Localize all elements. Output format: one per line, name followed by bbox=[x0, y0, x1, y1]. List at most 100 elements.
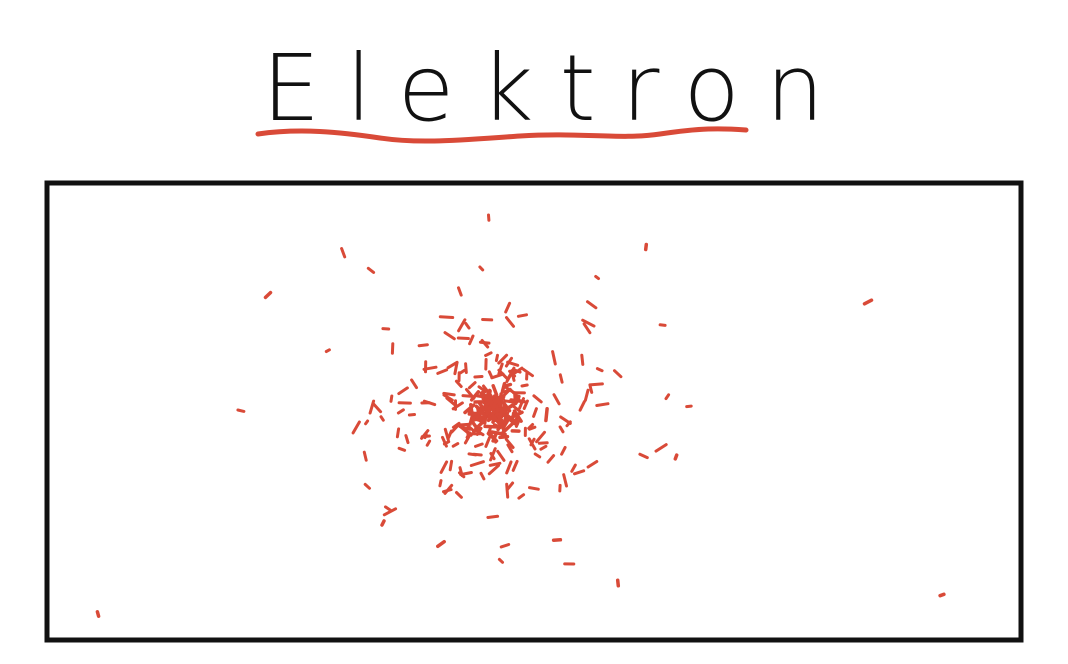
electron-dot bbox=[458, 466, 464, 478]
electron-dot bbox=[487, 464, 500, 476]
electron-dot bbox=[479, 391, 486, 401]
electron-dot bbox=[420, 429, 430, 440]
electron-dot bbox=[468, 334, 475, 346]
electron-dot bbox=[532, 394, 543, 404]
electron-dot bbox=[582, 322, 592, 335]
page-title: Elektron bbox=[262, 35, 850, 142]
electron-dot bbox=[664, 393, 671, 401]
electron-dot bbox=[505, 460, 513, 475]
electron-dot bbox=[497, 407, 504, 422]
electron-dot bbox=[496, 449, 506, 462]
electron-dot bbox=[484, 436, 491, 448]
electron-dot bbox=[512, 368, 522, 374]
electron-dot bbox=[539, 444, 548, 451]
electron-dot bbox=[533, 452, 542, 459]
electron-dot bbox=[464, 321, 471, 330]
electron-dot bbox=[938, 592, 946, 598]
electron-dot bbox=[638, 452, 649, 460]
electron-dot bbox=[351, 420, 361, 435]
electron-dot bbox=[467, 381, 477, 390]
electron-dot bbox=[588, 384, 594, 394]
electron-dot bbox=[473, 375, 484, 379]
electron-dot bbox=[236, 408, 246, 413]
electron-dot bbox=[497, 353, 509, 365]
electron-dot bbox=[489, 430, 507, 437]
electron-dot bbox=[363, 482, 371, 490]
electron-dot bbox=[447, 429, 453, 440]
electron-dot bbox=[362, 450, 368, 462]
electron-dot bbox=[613, 369, 623, 379]
electron-dot bbox=[486, 514, 500, 519]
electron-dot bbox=[464, 362, 468, 374]
electron-dot bbox=[95, 610, 101, 618]
electron-dot bbox=[505, 369, 515, 383]
electron-dot bbox=[455, 491, 463, 499]
electron-dot bbox=[494, 353, 499, 363]
electron-dot bbox=[529, 437, 536, 447]
electron-dot bbox=[366, 266, 376, 274]
electron-dot bbox=[461, 394, 473, 398]
electron-dot bbox=[551, 350, 557, 366]
electron-dot bbox=[453, 361, 459, 376]
electron-dot bbox=[505, 481, 515, 491]
electron-dot bbox=[397, 386, 409, 396]
electron-dot bbox=[477, 414, 487, 422]
electron-dot bbox=[451, 442, 460, 448]
electron-dot bbox=[475, 405, 480, 415]
electron-dot bbox=[454, 379, 463, 388]
electron-dot bbox=[448, 459, 454, 472]
electron-dot bbox=[581, 318, 596, 328]
electron-dot bbox=[478, 340, 491, 345]
electron-dot bbox=[486, 394, 498, 405]
electron-dot bbox=[489, 452, 496, 461]
electron-dot bbox=[528, 486, 540, 491]
electron-dot bbox=[446, 360, 459, 370]
electron-dot bbox=[324, 348, 331, 353]
electron-dot bbox=[493, 435, 498, 444]
electron-dot bbox=[570, 463, 577, 473]
electron-dot bbox=[500, 388, 513, 394]
electron-dot bbox=[565, 420, 572, 428]
electron-dot bbox=[445, 396, 458, 408]
electron-dot bbox=[511, 459, 519, 472]
electron-dot bbox=[558, 425, 565, 434]
electron-dot bbox=[546, 454, 556, 464]
electron-dot bbox=[488, 461, 502, 467]
electron-dot bbox=[451, 421, 461, 429]
electron-dot bbox=[505, 316, 515, 328]
electron-dot bbox=[503, 399, 516, 404]
electron-dot bbox=[340, 247, 347, 259]
electron-dot bbox=[438, 479, 443, 488]
electron-dot bbox=[562, 473, 568, 488]
electron-dot bbox=[520, 383, 529, 388]
electron-dot bbox=[438, 315, 455, 319]
electron-dot bbox=[490, 402, 497, 417]
electron-dot bbox=[516, 313, 528, 318]
electron-dot bbox=[586, 300, 598, 310]
electron-dot bbox=[458, 425, 472, 431]
electron-dot bbox=[456, 336, 470, 340]
electron-dot bbox=[537, 441, 549, 445]
electron-dot bbox=[499, 543, 511, 549]
electron-dot bbox=[673, 453, 679, 461]
electron-dot bbox=[379, 415, 385, 422]
electron-dot bbox=[410, 378, 418, 390]
electron-dot bbox=[407, 413, 416, 417]
electron-dot bbox=[643, 242, 649, 252]
electron-dot bbox=[442, 488, 453, 494]
electron-dot bbox=[580, 353, 585, 366]
electron-dot bbox=[498, 434, 510, 440]
electron-dot bbox=[615, 578, 621, 588]
electron-dot bbox=[595, 402, 610, 407]
electron-dot bbox=[535, 430, 546, 444]
electron-dot bbox=[491, 384, 499, 397]
electron-dot bbox=[552, 393, 561, 406]
electron-dot bbox=[384, 505, 392, 512]
electron-dot bbox=[474, 442, 484, 448]
electron-dot bbox=[442, 440, 451, 446]
electron-dot bbox=[594, 274, 600, 281]
electron-dot bbox=[506, 443, 514, 454]
electron-dot bbox=[504, 356, 513, 368]
electron-dot bbox=[425, 439, 432, 447]
